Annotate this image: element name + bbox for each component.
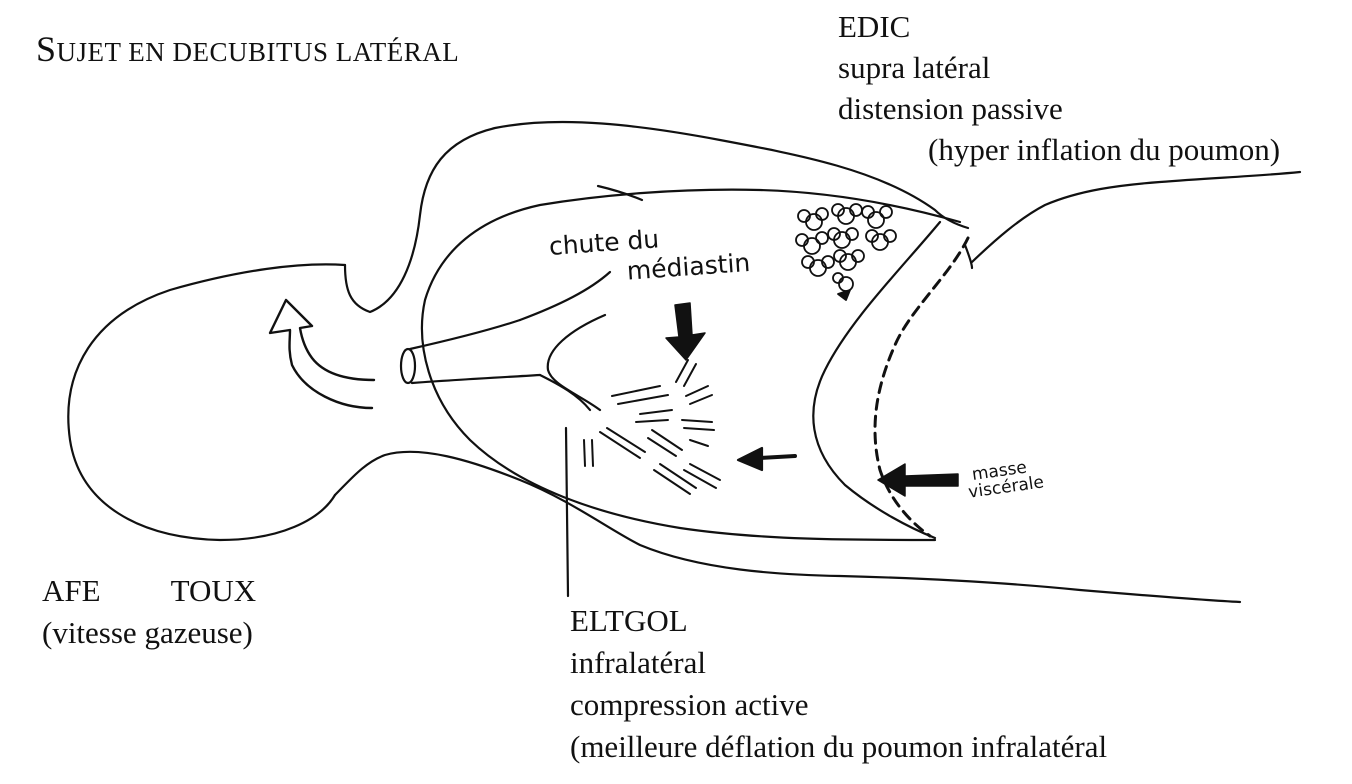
body-lower-outline bbox=[335, 452, 1240, 602]
edic-line-2: supra latéral bbox=[838, 47, 1280, 88]
diaphragm-push-arrow bbox=[738, 448, 795, 470]
secretion-marks bbox=[584, 360, 720, 494]
head-outline bbox=[68, 264, 345, 540]
eltgol-line-1: ELTGOL bbox=[570, 600, 1107, 642]
neck-inner-line bbox=[965, 245, 972, 268]
diagram-title: SUJET EN DECUBITUS LATÉRAL bbox=[36, 28, 459, 70]
eltgol-line-4: (meilleure déflation du poumon infralaté… bbox=[570, 726, 1107, 768]
title-rest: UJET EN DECUBITUS LATÉRAL bbox=[57, 37, 460, 67]
trachea-opening bbox=[401, 349, 415, 383]
eltgol-line-2: infralatéral bbox=[570, 642, 1107, 684]
body-right-upper bbox=[972, 172, 1300, 262]
eltgol-line-3: compression active bbox=[570, 684, 1107, 726]
edic-line-3: distension passive bbox=[838, 88, 1280, 129]
airflow-arrow bbox=[270, 300, 374, 408]
bronchi-lower bbox=[540, 375, 590, 410]
alveoli-cluster bbox=[796, 204, 896, 300]
eltgol-label: ELTGOL infralatéral compression active (… bbox=[570, 600, 1107, 768]
eltgol-pointer-line bbox=[566, 428, 568, 596]
afe-text: AFE bbox=[42, 573, 101, 608]
title-initial: S bbox=[36, 29, 57, 69]
edic-line-4: (hyper inflation du poumon) bbox=[838, 129, 1280, 170]
mediastinum-arrow bbox=[666, 303, 705, 360]
toux-text: TOUX bbox=[101, 573, 257, 608]
diaphragm-curve bbox=[813, 222, 940, 538]
afe-line-2: (vitesse gazeuse) bbox=[42, 612, 256, 654]
edic-label: EDIC supra latéral distension passive (h… bbox=[838, 6, 1280, 170]
edic-line-1: EDIC bbox=[838, 6, 1280, 47]
